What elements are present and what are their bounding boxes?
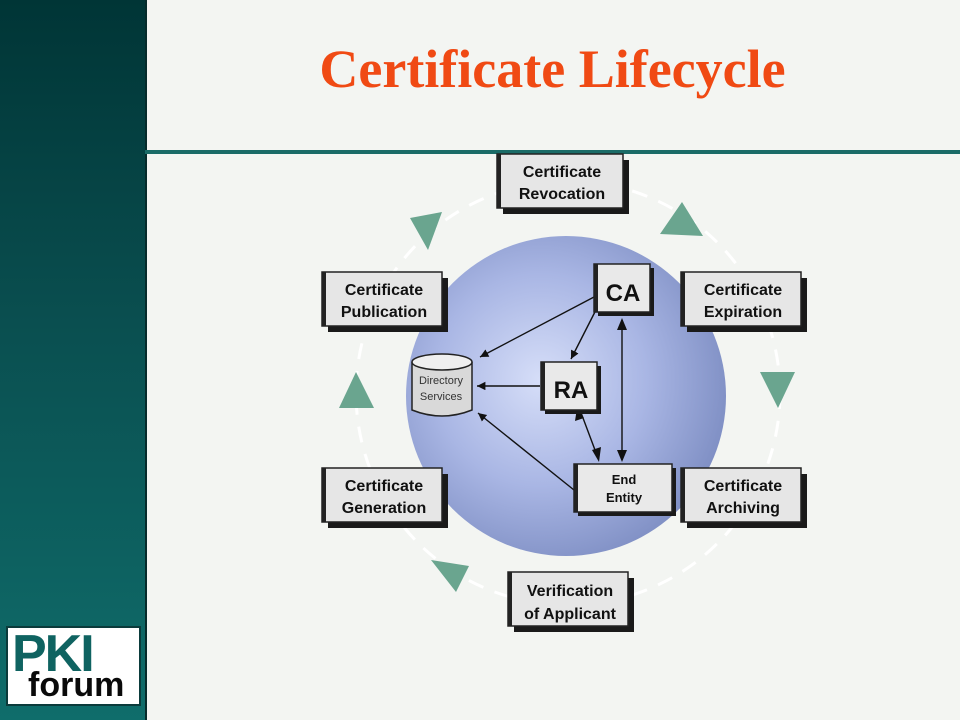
stage-publication: Certificate Publication — [321, 271, 448, 332]
stage-expiration-line2: Expiration — [704, 304, 782, 321]
entity-end-entity-line1: End — [612, 472, 637, 487]
stage-revocation-line1: Certificate — [523, 164, 601, 181]
entity-end-entity: End Entity — [573, 463, 676, 516]
entity-ra-label: RA — [554, 377, 589, 404]
arrowhead-to-ca — [617, 318, 627, 330]
stage-generation-line2: Generation — [342, 500, 426, 517]
link-endentity-directory — [477, 412, 575, 491]
stage-verification-line2: of Applicant — [524, 606, 617, 623]
cycle-arrows — [339, 202, 795, 592]
page-title: Certificate Lifecycle — [319, 39, 786, 99]
arrow-triangle-upper-right — [660, 202, 703, 236]
arrow-triangle-lower-left — [431, 560, 469, 592]
arrow-triangle-left — [339, 372, 374, 408]
logo-pki-text: PKI — [12, 625, 95, 683]
arrow-triangle-right — [760, 372, 795, 408]
entity-ra: RA — [540, 361, 601, 414]
stage-verification: Verification of Applicant — [507, 571, 634, 632]
link-ca-directory — [479, 296, 595, 358]
entity-ca-label: CA — [606, 280, 641, 307]
title-divider — [145, 150, 960, 154]
entity-end-entity-line2: Entity — [606, 490, 643, 505]
stage-generation: Certificate Generation — [321, 467, 448, 528]
stage-verification-line1: Verification — [527, 583, 613, 600]
stage-publication-line1: Certificate — [345, 282, 423, 299]
arrowhead-to-endentity — [617, 450, 627, 462]
stage-generation-line1: Certificate — [345, 478, 423, 495]
stage-revocation: Certificate Revocation — [496, 153, 629, 214]
sidebar: PKI forum — [0, 0, 147, 720]
entity-directory-services: Directory Services — [411, 353, 473, 417]
arrowhead-ra-to-endentity — [592, 447, 601, 462]
stage-archiving-line2: Archiving — [706, 500, 780, 517]
logo-forum-text: forum — [28, 666, 125, 704]
stage-expiration-line1: Certificate — [704, 282, 782, 299]
stage-revocation-line2: Revocation — [519, 186, 605, 203]
arrow-triangle-upper-left — [410, 212, 442, 250]
stage-archiving: Certificate Archiving — [680, 467, 807, 528]
entity-directory-line1: Directory — [419, 375, 464, 387]
stage-archiving-line1: Certificate — [704, 478, 782, 495]
pki-forum-logo: PKI forum — [6, 625, 141, 706]
entity-ca: CA — [593, 263, 654, 316]
entity-directory-line2: Services — [420, 391, 463, 403]
stage-publication-line2: Publication — [341, 304, 427, 321]
stage-expiration: Certificate Expiration — [680, 271, 807, 332]
